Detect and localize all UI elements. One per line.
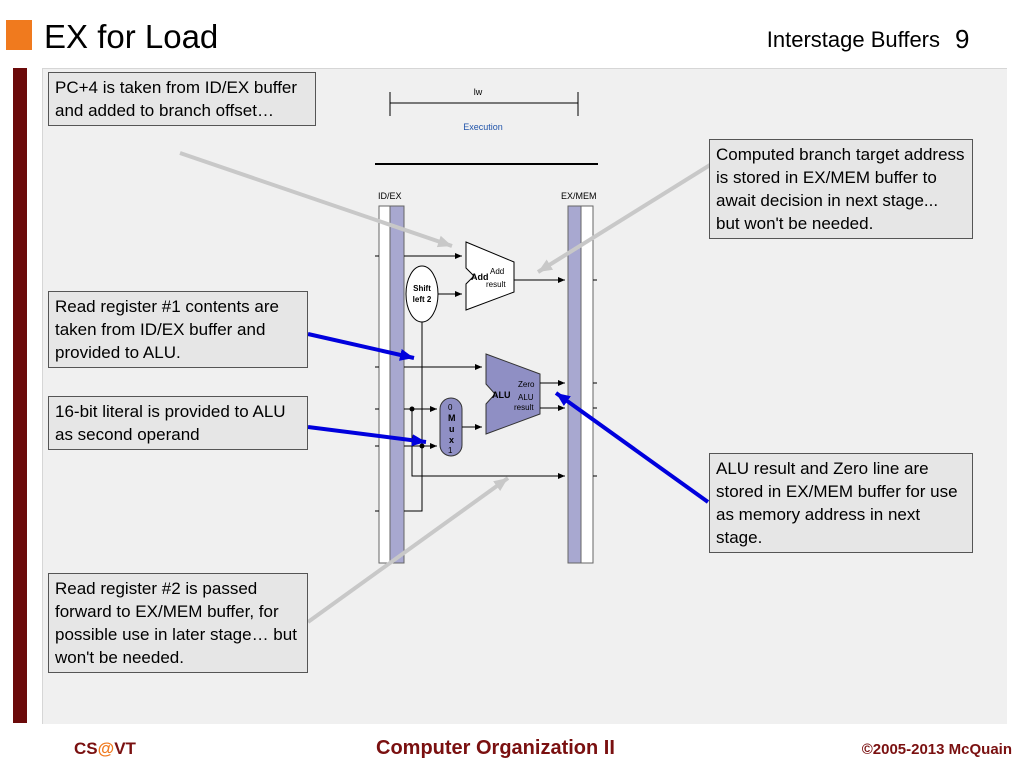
mux-label-0: 0	[448, 403, 453, 412]
stage-bracket	[389, 92, 579, 116]
alu-unit	[485, 353, 541, 435]
callout-arrow-pc4	[179, 151, 453, 248]
adder-unit	[465, 241, 515, 311]
datapath-wires	[404, 253, 565, 512]
adder-label: Add	[471, 272, 489, 282]
callout-alu-result: ALU result and Zero line are stored in E…	[709, 453, 973, 553]
callout-literal: 16-bit literal is provided to ALU as sec…	[48, 396, 308, 450]
callout-arrow-branch-target	[536, 163, 712, 274]
adder-result-label-2: result	[486, 280, 506, 289]
slide-title: EX for Load	[44, 18, 219, 55]
ex-mem-buffer	[567, 205, 594, 564]
adder-result-label-1: Add	[490, 267, 504, 276]
shift-label-1: Shift	[413, 284, 431, 293]
callout-pc4: PC+4 is taken from ID/EX buffer and adde…	[48, 72, 316, 126]
footer-left-at: @	[97, 739, 115, 758]
alu-result-label-2: result	[514, 403, 534, 412]
wire-junction	[419, 443, 425, 449]
section-title: Interstage Buffers	[766, 27, 940, 52]
footer-left-prefix: CS	[74, 739, 98, 758]
callout-read-reg1: Read register #1 contents are taken from…	[48, 291, 308, 368]
callout-arrow-literal	[307, 425, 427, 447]
buffer-ticks	[375, 255, 597, 512]
footer-left-suffix: VT	[114, 739, 136, 758]
id-ex-label: ID/EX	[378, 191, 402, 201]
shift-label-2: left 2	[413, 295, 432, 304]
stage-label: Execution	[463, 122, 503, 132]
callout-branch-target: Computed branch target address is stored…	[709, 139, 973, 239]
instruction-label: lw	[474, 87, 483, 97]
alu-zero-label: Zero	[518, 380, 535, 389]
footer-left: CS@VT	[74, 739, 136, 759]
title-accent-square	[6, 20, 32, 50]
page-number: 9	[955, 24, 970, 54]
mux-label-x: x	[449, 435, 454, 445]
left-accent-bar	[13, 68, 27, 723]
wire-junction	[409, 406, 415, 412]
mux-label-m: M	[448, 413, 456, 423]
shift-left-2-unit	[405, 265, 439, 323]
mux-label-1: 1	[448, 446, 453, 455]
ex-mem-label: EX/MEM	[561, 191, 597, 201]
callout-arrow-read-reg2	[306, 476, 510, 624]
callout-arrow-read-reg1	[307, 332, 415, 361]
alu-label: ALU	[492, 390, 511, 400]
callout-arrow-alu-result	[554, 391, 710, 504]
footer-course-title: Computer Organization II	[376, 737, 615, 759]
id-ex-buffer	[378, 205, 405, 564]
footer-copyright: ©2005-2013 McQuain	[861, 741, 1012, 758]
callout-read-reg2: Read register #2 is passed forward to EX…	[48, 573, 308, 673]
alu-result-label-1: ALU	[518, 393, 534, 402]
mux-label-u: u	[449, 424, 455, 434]
